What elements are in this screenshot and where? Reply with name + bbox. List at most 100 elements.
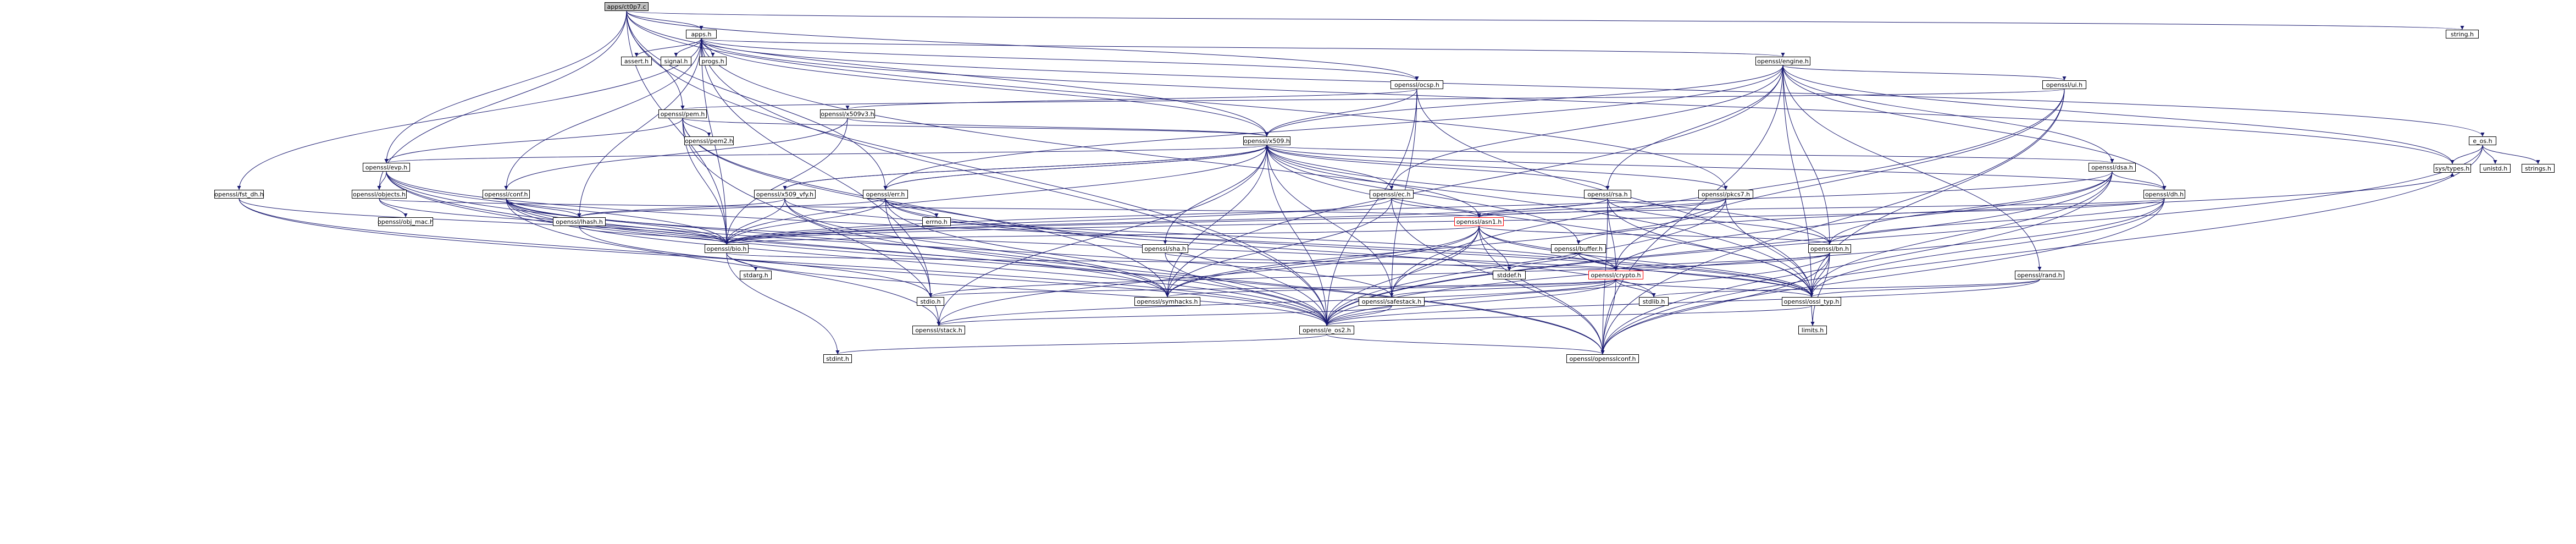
- node-rsa-h[interactable]: openssl/rsa.h: [1584, 190, 1631, 199]
- edge-n_asn1-n_stack: [937, 226, 1480, 326]
- edge-n_apps-n_conf: [504, 38, 702, 190]
- edge-n_conf-n_lhash: [506, 198, 581, 218]
- node-err-h[interactable]: openssl/err.h: [863, 190, 908, 199]
- edge-n_rsa-n_ossltyp: [1607, 198, 1814, 298]
- node-stddef-h[interactable]: stddef.h: [1493, 271, 1526, 279]
- edge-n_safestack-n_stack: [937, 305, 1392, 326]
- edge-n_x509-n_bn: [1266, 145, 1832, 245]
- node-ec-h[interactable]: openssl/ec.h: [1370, 190, 1414, 199]
- node-obj-mac-h[interactable]: openssl/obj_mac.h: [378, 217, 434, 226]
- edge-n_engine-n_ec: [1389, 65, 1783, 190]
- node-x509-h[interactable]: openssl/x509.h: [1243, 136, 1290, 145]
- node-apps-h[interactable]: apps.h: [686, 30, 717, 39]
- node-conf-h[interactable]: openssl/conf.h: [483, 190, 530, 199]
- edge-n_bn-n_limits: [1810, 252, 1830, 326]
- edge-n_rsa-n_bio: [724, 198, 1608, 245]
- node-opensslconf-h[interactable]: openssl/opensslconf.h: [1566, 354, 1639, 363]
- node-ossl-typ-h[interactable]: openssl/ossl_typ.h: [1782, 297, 1841, 306]
- edge-n_root-n_string: [626, 10, 2464, 30]
- node-bio-h[interactable]: openssl/bio.h: [705, 244, 749, 253]
- node-ui-h[interactable]: openssl/ui.h: [2042, 80, 2086, 89]
- edge-n_err-n_errno: [885, 198, 939, 218]
- edge-n_objects-n_asn1: [379, 198, 1481, 218]
- edge-n_engine-n_x509: [1265, 65, 1783, 137]
- node-x509v3-h[interactable]: openssl/x509v3.h: [820, 109, 875, 118]
- node-asn1-h[interactable]: openssl/asn1.h: [1454, 217, 1504, 226]
- edge-n_crypto-n_e_os2: [1325, 279, 1616, 326]
- edge-n_engine-n_systypes: [1782, 65, 2455, 164]
- edge-n_engine-n_rand: [1782, 65, 2042, 271]
- node-x509-vfy-h[interactable]: openssl/x509_vfy.h: [754, 190, 816, 199]
- node-e-os-h[interactable]: e_os.h: [2469, 136, 2496, 145]
- edge-n_fiddt-n_e_os2: [239, 198, 1329, 326]
- node-stdlib-h[interactable]: stdlib.h: [1639, 297, 1669, 306]
- node-e-os2-h[interactable]: openssl/e_os2.h: [1299, 326, 1354, 334]
- node-symhacks-h[interactable]: openssl/symhacks.h: [1134, 297, 1200, 306]
- edge-n_x509-n_sha: [1163, 145, 1267, 245]
- node-strings-h[interactable]: strings.h: [2522, 164, 2555, 173]
- edge-n_pkcs7-n_asn1: [1477, 198, 1726, 218]
- node-dh-h[interactable]: openssl/dh.h: [2143, 190, 2185, 199]
- node-bn-h[interactable]: openssl/bn.h: [1808, 244, 1851, 253]
- edge-n_evp-n_e_os2: [386, 171, 1329, 326]
- node-signal-h[interactable]: signal.h: [661, 57, 691, 65]
- edge-n_eos-n_strings: [2482, 145, 2540, 164]
- node-pem-h[interactable]: openssl/pem.h: [658, 109, 707, 118]
- node-sha-h[interactable]: openssl/sha.h: [1142, 244, 1188, 253]
- node-assert-h[interactable]: assert.h: [621, 57, 652, 65]
- node-limits-h[interactable]: limits.h: [1798, 326, 1827, 334]
- edge-n_x509v3-n_x509: [847, 118, 1269, 137]
- node-pkcs7-h[interactable]: openssl/pkcs7.h: [1698, 190, 1753, 199]
- node-apps-ct0p7-c[interactable]: apps/ct0p7.c: [605, 2, 649, 11]
- edge-n_lhash-n_e_os2: [579, 226, 1329, 326]
- node-buffer-h[interactable]: openssl/buffer.h: [1551, 244, 1606, 253]
- edge-n_asn1-n_bn: [1478, 226, 1832, 245]
- node-errno-h[interactable]: errno.h: [922, 217, 951, 226]
- edge-n_rand-n_e_os2: [1325, 279, 2040, 326]
- edge-n_apps-n_ossltyp: [701, 38, 1814, 298]
- node-fst-dh-h[interactable]: openssl/fst_dh.h: [214, 190, 264, 199]
- edge-n_safestack-n_e_os2: [1325, 305, 1392, 326]
- edge-n_root-n_x509: [626, 10, 1269, 137]
- edge-n_x509-n_ec: [1266, 145, 1394, 190]
- edge-n_root-n_objects: [377, 10, 627, 190]
- edge-n_x509-n_pkcs7: [1266, 145, 1728, 190]
- node-crypto-h[interactable]: openssl/crypto.h: [1588, 271, 1643, 279]
- edge-n_pkcs7-n_ossltyp: [1725, 198, 1814, 298]
- node-stdint-h[interactable]: stdint.h: [823, 354, 852, 363]
- edge-n_err-n_x509: [885, 145, 1269, 190]
- node-safestack-h[interactable]: openssl/safestack.h: [1359, 297, 1425, 306]
- edge-n_crypto-n_ossltyp: [1615, 279, 1814, 298]
- node-rand-h[interactable]: openssl/rand.h: [2015, 271, 2064, 279]
- edge-n_ocsp-n_x509v3: [845, 89, 1417, 110]
- node-objects-h[interactable]: openssl/objects.h: [352, 190, 407, 199]
- edge-n_engine-n_ui: [1782, 65, 2067, 81]
- edge-n_engine-n_err: [883, 65, 1783, 190]
- node-evp-h[interactable]: openssl/evp.h: [363, 163, 410, 172]
- edge-n_pem-n_evp: [384, 118, 683, 163]
- edge-n_sha-n_stddef: [1165, 252, 1511, 271]
- edge-n_err-n_e_os2: [885, 198, 1329, 326]
- node-unistd-h[interactable]: unistd.h: [2480, 164, 2511, 173]
- node-progs-h[interactable]: progs.h: [699, 57, 727, 65]
- node-stack-h[interactable]: openssl/stack.h: [912, 326, 965, 334]
- node-sys-types-h[interactable]: sys/types.h: [2434, 164, 2471, 173]
- node-lhash-h[interactable]: openssl/lhash.h: [553, 217, 606, 226]
- node-pem2-h[interactable]: openssl/pem2.h: [684, 136, 734, 145]
- node-stdio-h[interactable]: stdio.h: [917, 297, 944, 306]
- node-string-h[interactable]: string.h: [2446, 30, 2479, 39]
- node-stdarg-h[interactable]: stdarg.h: [740, 271, 772, 279]
- edge-n_asn1-n_opensslconf: [1478, 226, 1605, 355]
- edge-n_pem-n_stack: [682, 118, 941, 326]
- edge-n_conf-n_bio: [506, 198, 729, 245]
- edge-n_apps-n_stdio: [701, 38, 933, 298]
- node-dsa-h[interactable]: openssl/dsa.h: [2089, 163, 2136, 172]
- edge-n_pkcs7-n_bio: [724, 198, 1726, 245]
- node-ocsp-h[interactable]: openssl/ocsp.h: [1391, 80, 1443, 89]
- edge-n_x509vfy-n_symhacks: [784, 198, 1170, 298]
- edge-n_asn1-n_crypto: [1478, 226, 1618, 271]
- edge-n_bn-n_stdio: [928, 252, 1830, 298]
- edge-n_err-n_bio: [724, 198, 886, 245]
- node-engine-h[interactable]: openssl/engine.h: [1755, 57, 1810, 65]
